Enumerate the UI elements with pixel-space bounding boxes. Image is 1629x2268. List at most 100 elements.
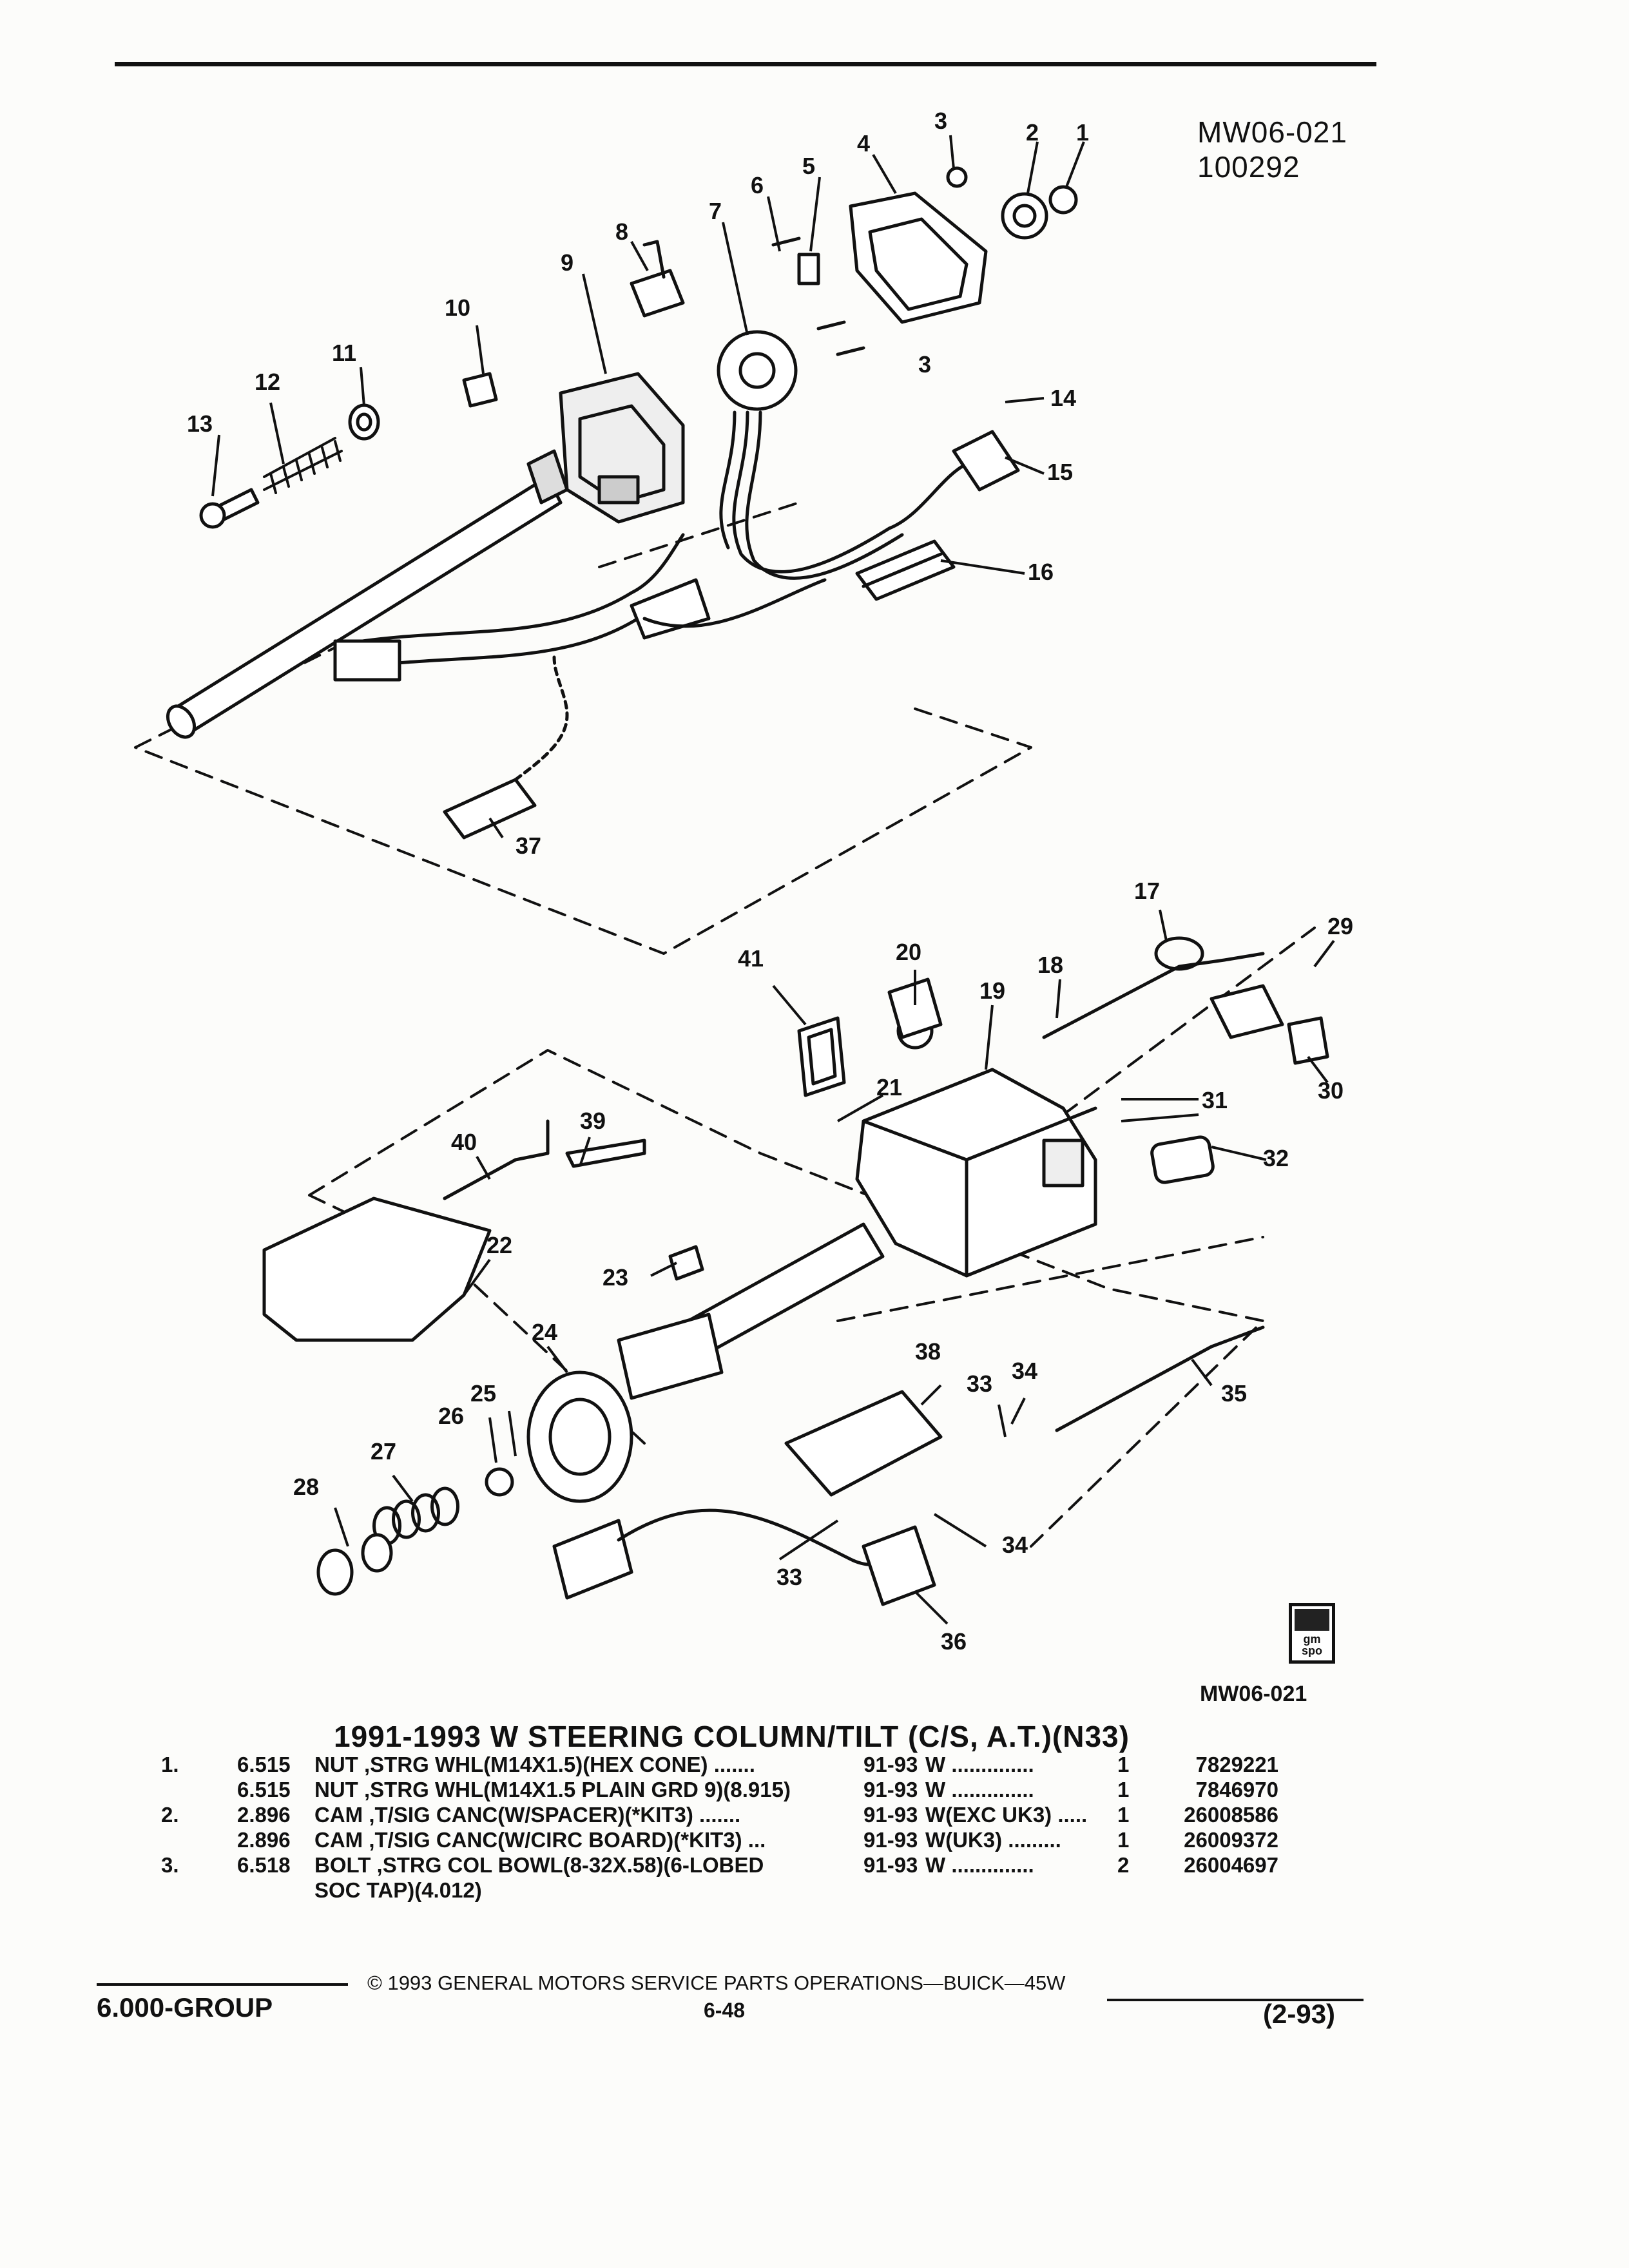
quantity: 2 [1117, 1853, 1130, 1877]
callout-37: 37 [516, 832, 541, 859]
callout-33b: 33 [776, 1564, 802, 1590]
group-number: 2.896 [237, 1828, 291, 1852]
part-description: BOLT ,STRG COL BOWL(8-32X.58)(6-LOBED [314, 1853, 764, 1877]
footer-group: 6.000-GROUP [97, 1992, 273, 2023]
quantity [1117, 1878, 1143, 1903]
figure-caption: MW06-021 [1200, 1682, 1307, 1706]
table-row: 2.896 CAM ,T/SIG CANC(W/CIRC BOARD)(*KIT… [161, 1828, 1278, 1853]
callout-38: 38 [915, 1338, 941, 1365]
figure-id-line1: MW06-021 [1197, 115, 1347, 149]
part-number [1143, 1878, 1278, 1903]
logo-mark [1295, 1609, 1329, 1631]
table-row: 1. 6.515 NUT ,STRG WHL(M14X1.5)(HEX CONE… [161, 1753, 1278, 1778]
model-years: 91-93 [863, 1853, 918, 1877]
page-number: 6-48 [704, 1999, 746, 2022]
group-number: 2.896 [237, 1803, 291, 1827]
quantity: 1 [1117, 1753, 1130, 1776]
quantity: 1 [1117, 1778, 1130, 1802]
part-description: NUT ,STRG WHL(M14X1.5 PLAIN GRD 9)(8.915… [314, 1778, 791, 1802]
callout-22: 22 [487, 1232, 512, 1258]
callout-4: 4 [857, 130, 870, 157]
part-number: 26009372 [1184, 1828, 1278, 1852]
part-description: NUT ,STRG WHL(M14X1.5)(HEX CONE) ....... [314, 1753, 755, 1776]
model-code: W .............. [925, 1778, 1034, 1802]
part-description: SOC TAP)(4.012) [314, 1878, 482, 1902]
callout-7: 7 [709, 198, 722, 224]
item-number: 2. [161, 1803, 179, 1827]
quantity: 1 [1117, 1803, 1130, 1827]
callout-6: 6 [751, 172, 764, 198]
part-number: 26004697 [1184, 1853, 1278, 1877]
item-number: 3. [161, 1853, 179, 1877]
part-number: 26008586 [1184, 1803, 1278, 1827]
group-number: 6.515 [237, 1778, 291, 1802]
callout-15: 15 [1047, 459, 1073, 485]
top-rule [115, 62, 1376, 66]
callout-41: 41 [738, 945, 764, 972]
callout-9: 9 [561, 249, 574, 276]
callout-31: 31 [1202, 1087, 1228, 1113]
callout-34: 34 [1012, 1358, 1037, 1384]
part-number: 7829221 [1195, 1753, 1278, 1776]
model-years: 91-93 [863, 1753, 918, 1776]
model-years: 91-93 [863, 1778, 918, 1802]
parts-table: 1. 6.515 NUT ,STRG WHL(M14X1.5)(HEX CONE… [161, 1753, 1278, 1903]
callout-3: 3 [934, 108, 947, 134]
figure-id: MW06-021 100292 [1197, 115, 1347, 184]
callout-26: 26 [438, 1403, 464, 1429]
callout-29: 29 [1327, 913, 1353, 939]
callout-14: 14 [1050, 385, 1076, 411]
model-code: W(EXC UK3) ..... [925, 1803, 1088, 1827]
callout-17: 17 [1134, 878, 1160, 904]
group-number [237, 1878, 314, 1903]
item-number [161, 1828, 237, 1853]
logo-text: gm spo [1301, 1633, 1322, 1657]
callout-24: 24 [532, 1319, 557, 1345]
revision-date: (2-93) [1263, 1999, 1336, 2029]
callout-11: 11 [332, 340, 356, 366]
callout-27: 27 [371, 1438, 396, 1465]
table-row: 2. 2.896 CAM ,T/SIG CANC(W/SPACER)(*KIT3… [161, 1803, 1278, 1828]
model-code: W(UK3) ......... [925, 1828, 1061, 1852]
model-code: W .............. [925, 1853, 1034, 1877]
model-code [925, 1878, 1117, 1903]
callout-1: 1 [1076, 119, 1089, 146]
callout-12: 12 [255, 369, 280, 395]
callout-18: 18 [1037, 952, 1063, 978]
callout-40: 40 [451, 1129, 477, 1155]
group-number: 6.518 [237, 1853, 291, 1877]
callout-3b: 3 [918, 351, 931, 378]
table-row: 6.515 NUT ,STRG WHL(M14X1.5 PLAIN GRD 9)… [161, 1778, 1278, 1803]
figure-id-line2: 100292 [1197, 150, 1300, 184]
callout-8: 8 [615, 218, 628, 245]
callout-20: 20 [896, 939, 921, 965]
table-row: SOC TAP)(4.012) [161, 1878, 1278, 1903]
model-code: W .............. [925, 1753, 1034, 1776]
model-years: 91-93 [863, 1828, 918, 1852]
callout-32: 32 [1263, 1145, 1289, 1171]
callout-2: 2 [1026, 119, 1039, 146]
callout-19: 19 [979, 977, 1005, 1004]
model-years: 91-93 [863, 1803, 918, 1827]
callout-23: 23 [602, 1264, 628, 1291]
model-years [863, 1878, 925, 1903]
callout-34b: 34 [1002, 1532, 1028, 1558]
callout-36: 36 [941, 1628, 967, 1655]
callout-13: 13 [187, 410, 213, 437]
item-number: 1. [161, 1753, 179, 1776]
group-number: 6.515 [237, 1753, 291, 1776]
callout-16: 16 [1028, 559, 1054, 585]
footer-rule-right [1107, 1999, 1364, 2001]
callout-25: 25 [470, 1380, 496, 1407]
gm-spo-logo: gm spo [1289, 1603, 1335, 1664]
table-row: 3. 6.518 BOLT ,STRG COL BOWL(8-32X.58)(6… [161, 1853, 1278, 1878]
callout-33: 33 [967, 1370, 992, 1397]
callout-30: 30 [1318, 1077, 1344, 1104]
item-number [161, 1778, 237, 1803]
page-title: 1991-1993 W STEERING COLUMN/TILT (C/S, A… [334, 1720, 1130, 1753]
part-description: CAM ,T/SIG CANC(W/SPACER)(*KIT3) ....... [314, 1803, 741, 1827]
callout-35: 35 [1221, 1380, 1247, 1407]
callout-10: 10 [445, 294, 470, 321]
callout-5: 5 [802, 153, 815, 179]
